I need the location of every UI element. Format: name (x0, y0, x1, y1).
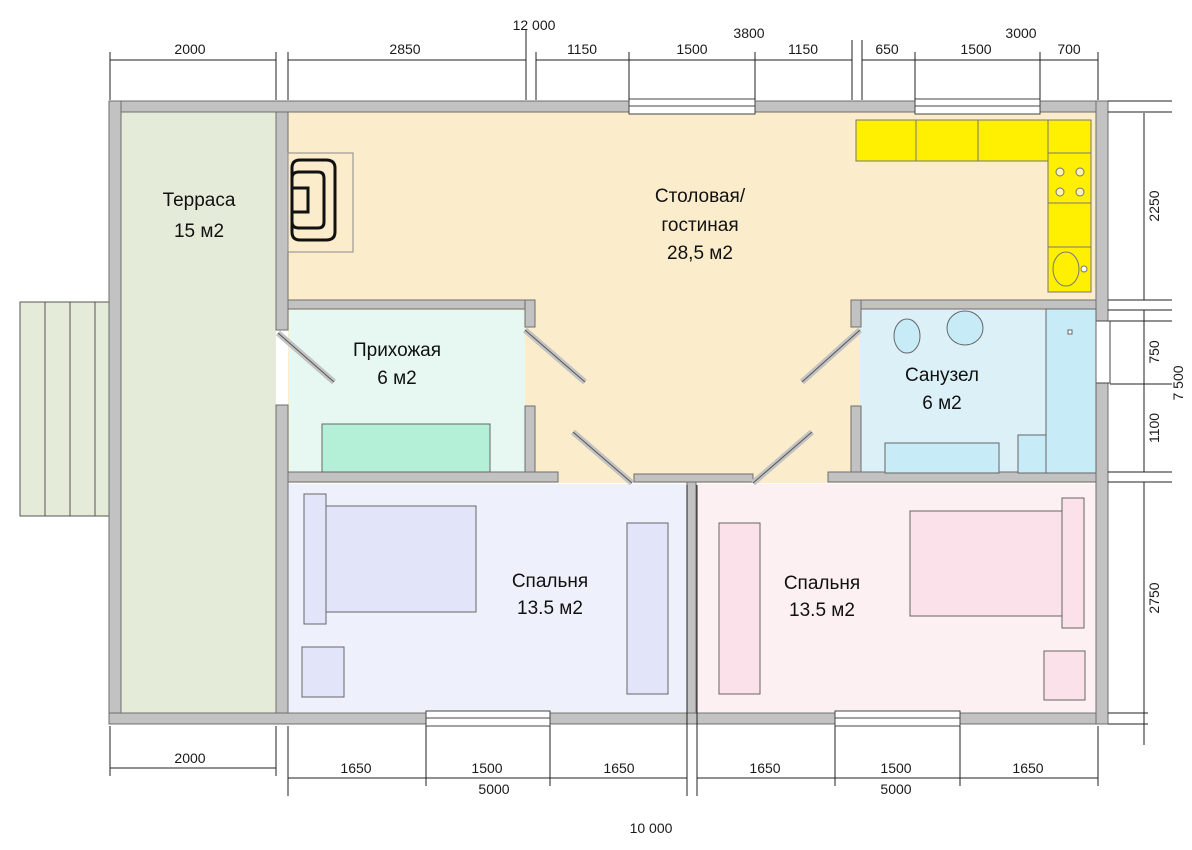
bedroom-right-area: 13.5 м2 (789, 600, 855, 621)
dim-bottom-right-1500: 1500 (880, 760, 911, 776)
right-dimension-lines (1108, 100, 1172, 745)
hallway-name: Прихожая (353, 340, 441, 361)
living-room-area: 28,5 м2 (667, 243, 733, 264)
kitchen-sink (1052, 251, 1088, 287)
dim-top-1150-b: 1150 (788, 41, 818, 57)
fireplace (287, 152, 354, 253)
bedroom-left-name: Спальня (512, 571, 588, 592)
top-dimension-lines (109, 30, 1099, 100)
dim-right-1100: 1100 (1146, 413, 1162, 443)
terrace-floor (121, 112, 276, 713)
dim-top-terrace: 2000 (174, 41, 205, 57)
bathroom-name: Санузел (905, 365, 979, 386)
dim-top-3000: 3000 (1005, 25, 1036, 41)
dim-bottom-left-1500: 1500 (471, 760, 502, 776)
dim-right-750: 750 (1146, 340, 1162, 364)
hallway-bench (321, 423, 491, 473)
bedroom-right-name: Спальня (784, 573, 860, 594)
dim-bottom-terrace: 2000 (174, 750, 205, 766)
interior-walls (287, 299, 1097, 714)
dim-bottom-right-1650-a: 1650 (749, 760, 780, 776)
dim-top-1150-a: 1150 (567, 41, 597, 57)
dim-top-1500-a: 1500 (676, 41, 707, 57)
bedroom-left-furniture (301, 493, 669, 698)
kitchen-unit (855, 119, 1092, 293)
windows (425, 98, 1111, 727)
dim-bottom-left-total: 5000 (478, 781, 509, 797)
dim-right-2750: 2750 (1146, 582, 1162, 613)
dim-top-700: 700 (1057, 41, 1081, 57)
bottom-dimension-lines (109, 485, 1099, 796)
dim-top-3800: 3800 (733, 25, 764, 41)
dim-bottom-total: 10 000 (630, 820, 673, 836)
bathroom-fixtures (884, 308, 1097, 474)
dim-right-total: 7 500 (1170, 365, 1186, 400)
dim-bottom-right-1650-b: 1650 (1012, 760, 1043, 776)
bedroom-left-area: 13.5 м2 (517, 598, 583, 619)
cooktop-burners (1055, 167, 1085, 197)
dim-top-total: 12 000 (513, 17, 556, 33)
dim-bottom-right-total: 5000 (880, 781, 911, 797)
hallway-area: 6 м2 (377, 368, 416, 389)
terrace-name: Терраса (163, 190, 236, 211)
doors (276, 327, 863, 486)
dim-bottom-left-1650-a: 1650 (340, 760, 371, 776)
dim-top-650: 650 (875, 41, 899, 57)
bathroom-area: 6 м2 (922, 393, 961, 414)
exterior-walls (108, 100, 1109, 725)
living-room-name-line1: Столовая/ (655, 186, 746, 207)
porch-steps (19, 301, 122, 517)
bedroom-right-furniture (718, 497, 1086, 701)
dim-top-1500-b: 1500 (960, 41, 991, 57)
dim-top-2850: 2850 (389, 41, 420, 57)
terrace-area: 15 м2 (174, 221, 224, 242)
dim-right-2250: 2250 (1146, 190, 1162, 221)
living-room-name-line2: гостиная (661, 215, 738, 236)
dim-bottom-left-1650-b: 1650 (603, 760, 634, 776)
